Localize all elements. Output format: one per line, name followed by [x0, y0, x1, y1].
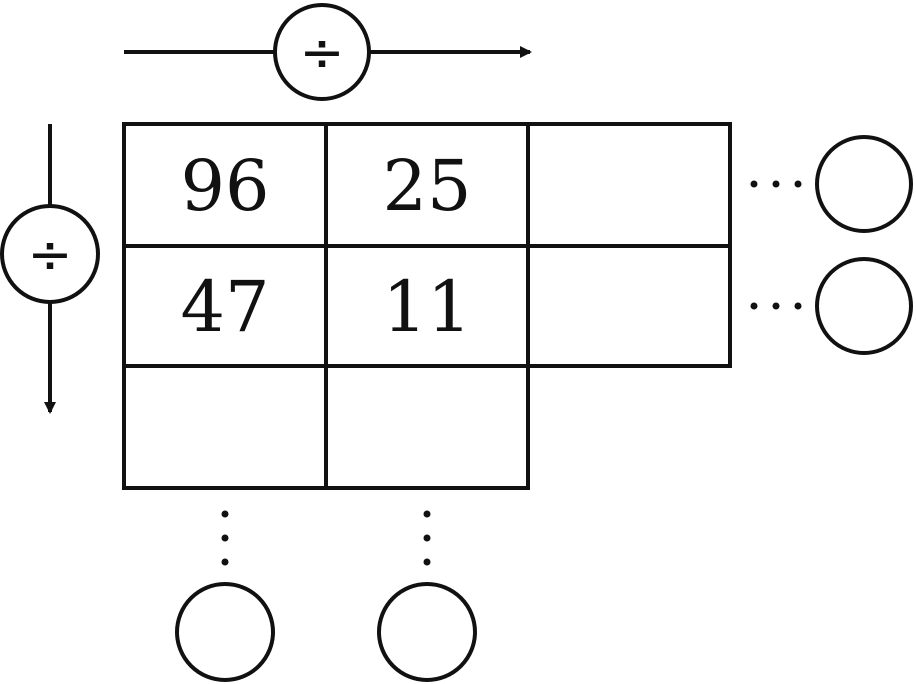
grid-value-r1-c1: 96: [180, 145, 269, 227]
grid-value-r2-c2: 11: [382, 266, 471, 348]
column-results: [175, 510, 477, 682]
row-result-1: [750, 135, 913, 233]
grid-values: 96 25 47 11: [180, 145, 471, 348]
horizontal-divide-symbol: ÷: [299, 21, 344, 84]
dot: [423, 510, 431, 518]
dot: [794, 180, 802, 188]
column-result-circle-2[interactable]: [377, 582, 477, 682]
dot: [221, 558, 229, 566]
dot: [423, 558, 431, 566]
grid-value-r1-c2: 25: [382, 145, 471, 227]
dot: [794, 302, 802, 310]
row-result-circle-2[interactable]: [815, 257, 913, 355]
dot: [750, 180, 758, 188]
column-result-1: [175, 510, 275, 682]
column-result-circle-1[interactable]: [175, 582, 275, 682]
grid-cell-r3-c1: [122, 364, 328, 490]
vertical-operator-circle: [0, 204, 100, 304]
column-result-2: [377, 510, 477, 682]
dot: [423, 534, 431, 542]
vertical-divide-symbol: ÷: [27, 223, 72, 286]
dot: [772, 302, 780, 310]
number-grid: [122, 122, 732, 490]
grid-value-r2-c1: 47: [180, 266, 269, 348]
dot: [221, 510, 229, 518]
dot: [221, 534, 229, 542]
dot: [750, 302, 758, 310]
row-result-2: [750, 257, 913, 355]
grid-cell-r1-c3: [526, 122, 732, 248]
grid-cell-r3-c2: [324, 364, 530, 490]
dot: [772, 180, 780, 188]
row-results: [750, 135, 913, 355]
horizontal-operator-circle: [273, 3, 371, 101]
grid-cell-r2-c3: [526, 244, 732, 368]
row-result-circle-1[interactable]: [815, 135, 913, 233]
vertical-division-arrow: ÷: [0, 124, 100, 414]
horizontal-division-arrow: ÷: [124, 3, 532, 101]
